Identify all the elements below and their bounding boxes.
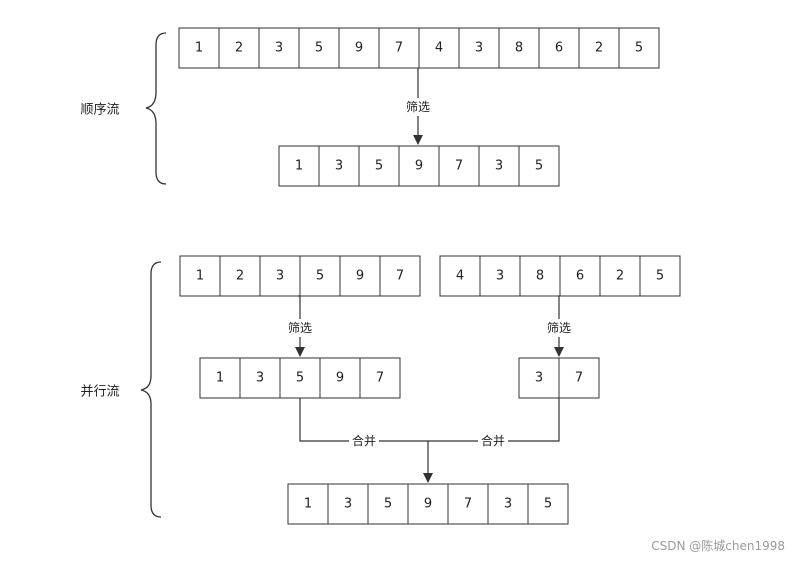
array-cell-value: 7: [376, 371, 384, 386]
array-cell-value: 3: [335, 159, 343, 174]
array-cell: [258, 27, 300, 69]
array-cell-value: 9: [355, 41, 363, 56]
array-cell-value: 9: [356, 269, 364, 284]
array-cell-value: 4: [456, 269, 464, 284]
parallel-merge-label-right: 合并: [481, 433, 505, 448]
array-cell-value: 2: [235, 41, 243, 56]
array-cell-value: 2: [595, 41, 603, 56]
parallel-right-filter-label: 筛选: [547, 320, 571, 335]
array-cell-value: 5: [316, 269, 324, 284]
array-cell: [518, 357, 560, 399]
array-cell-value: 8: [515, 41, 523, 56]
array-cell: [179, 255, 221, 297]
array-cell-value: 3: [275, 41, 283, 56]
array-cell: [319, 357, 361, 399]
sequential-label: 顺序流: [80, 103, 119, 118]
array-cell-value: 5: [315, 41, 323, 56]
array-cell-value: 2: [236, 269, 244, 284]
array-cell: [478, 145, 520, 187]
array-cell-value: 1: [304, 497, 312, 512]
array-cell: [318, 145, 360, 187]
array-cell-value: 7: [396, 269, 404, 284]
parallel-label: 并行流: [80, 385, 119, 400]
array-cell-value: 1: [195, 41, 203, 56]
array-cell: [379, 255, 421, 297]
parallel-result-array: 1 3 5 9 7 3 5: [287, 483, 569, 525]
array-cell-value: 1: [295, 159, 303, 174]
array-cell-value: 9: [336, 371, 344, 386]
parallel-left-source-array: 1 2 3 5 9 7: [179, 255, 421, 297]
sequential-brace: [145, 32, 167, 185]
array-cell: [378, 27, 420, 69]
array-cell-value: 5: [535, 159, 543, 174]
array-cell: [338, 27, 380, 69]
array-cell: [538, 27, 580, 69]
array-cell-value: 7: [455, 159, 463, 174]
sequential-source-array: 1 2 3 5 9 7 4 3 8 6 2 5: [178, 27, 660, 69]
array-cell: [407, 483, 449, 525]
array-cell-value: 6: [576, 269, 584, 284]
array-cell: [327, 483, 369, 525]
array-cell: [359, 357, 401, 399]
parallel-brace: [140, 261, 162, 518]
array-cell-value: 7: [575, 371, 583, 386]
array-cell-value: 6: [555, 41, 563, 56]
sequential-filter-label: 筛选: [406, 99, 430, 114]
array-cell: [639, 255, 681, 297]
array-cell: [438, 145, 480, 187]
array-cell-value: 3: [475, 41, 483, 56]
array-cell-value: 3: [535, 371, 543, 386]
array-cell: [527, 483, 569, 525]
array-cell-value: 9: [415, 159, 423, 174]
array-cell-value: 3: [495, 159, 503, 174]
array-cell: [178, 27, 220, 69]
array-cell-value: 4: [435, 41, 443, 56]
array-cell-value: 5: [656, 269, 664, 284]
parallel-left-filter-label: 筛选: [288, 320, 312, 335]
array-cell-value: 3: [496, 269, 504, 284]
array-cell-value: 5: [384, 497, 392, 512]
array-cell-value: 3: [256, 371, 264, 386]
array-cell: [458, 27, 500, 69]
array-cell: [398, 145, 440, 187]
parallel-right-source-array: 4 3 8 6 2 5: [439, 255, 681, 297]
array-cell: [479, 255, 521, 297]
parallel-merge-right-line: [428, 398, 560, 442]
array-cell: [518, 145, 560, 187]
array-cell: [219, 255, 261, 297]
array-cell-value: 3: [276, 269, 284, 284]
array-cell-value: 1: [216, 371, 224, 386]
sequential-result-array: 1 3 5 9 7 3 5: [278, 145, 560, 187]
parallel-left-filtered-array: 1 3 5 9 7: [199, 357, 401, 399]
array-cell: [519, 255, 561, 297]
array-cell-value: 8: [536, 269, 544, 284]
array-cell: [259, 255, 301, 297]
array-cell: [618, 27, 660, 69]
array-cell-value: 5: [375, 159, 383, 174]
array-cell-value: 3: [504, 497, 512, 512]
array-cell: [558, 357, 600, 399]
array-cell-value: 5: [544, 497, 552, 512]
array-cell: [278, 145, 320, 187]
array-cell-value: 5: [296, 371, 304, 386]
array-cell: [418, 27, 460, 69]
array-cell: [299, 255, 341, 297]
array-cell: [559, 255, 601, 297]
parallel-merge-label-left: 合并: [352, 433, 376, 448]
array-cell: [498, 27, 540, 69]
array-cell-value: 5: [635, 41, 643, 56]
array-cell-value: 1: [196, 269, 204, 284]
array-cell: [218, 27, 260, 69]
array-cell-value: 7: [395, 41, 403, 56]
csdn-watermark: CSDN @陈城chen1998: [651, 538, 785, 553]
array-cell-value: 7: [464, 497, 472, 512]
array-cell-value: 2: [616, 269, 624, 284]
array-cell-value: 9: [424, 497, 432, 512]
array-cell: [367, 483, 409, 525]
array-cell-value: 3: [344, 497, 352, 512]
